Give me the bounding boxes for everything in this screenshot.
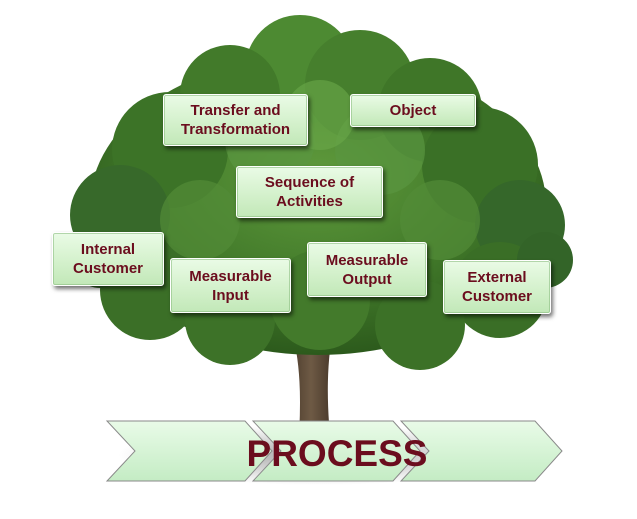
internal-customer-label: Internal Customer (59, 240, 157, 278)
internal-customer-box: Internal Customer (52, 232, 164, 286)
measurable-output-label: Measurable Output (314, 251, 420, 289)
external-customer-label: External Customer (450, 268, 544, 306)
process-title: PROCESS (237, 430, 437, 478)
measurable-input-box: Measurable Input (170, 258, 291, 313)
sequence-of-activities-label: Sequence of Activities (243, 173, 376, 211)
object-box: Object (350, 94, 476, 127)
transfer-transformation-box: Transfer and Transformation (163, 94, 308, 146)
measurable-output-box: Measurable Output (307, 242, 427, 297)
external-customer-box: External Customer (443, 260, 551, 314)
sequence-of-activities-box: Sequence of Activities (236, 166, 383, 218)
object-label: Object (390, 101, 437, 120)
transfer-transformation-label: Transfer and Transformation (170, 101, 301, 139)
measurable-input-label: Measurable Input (177, 267, 284, 305)
